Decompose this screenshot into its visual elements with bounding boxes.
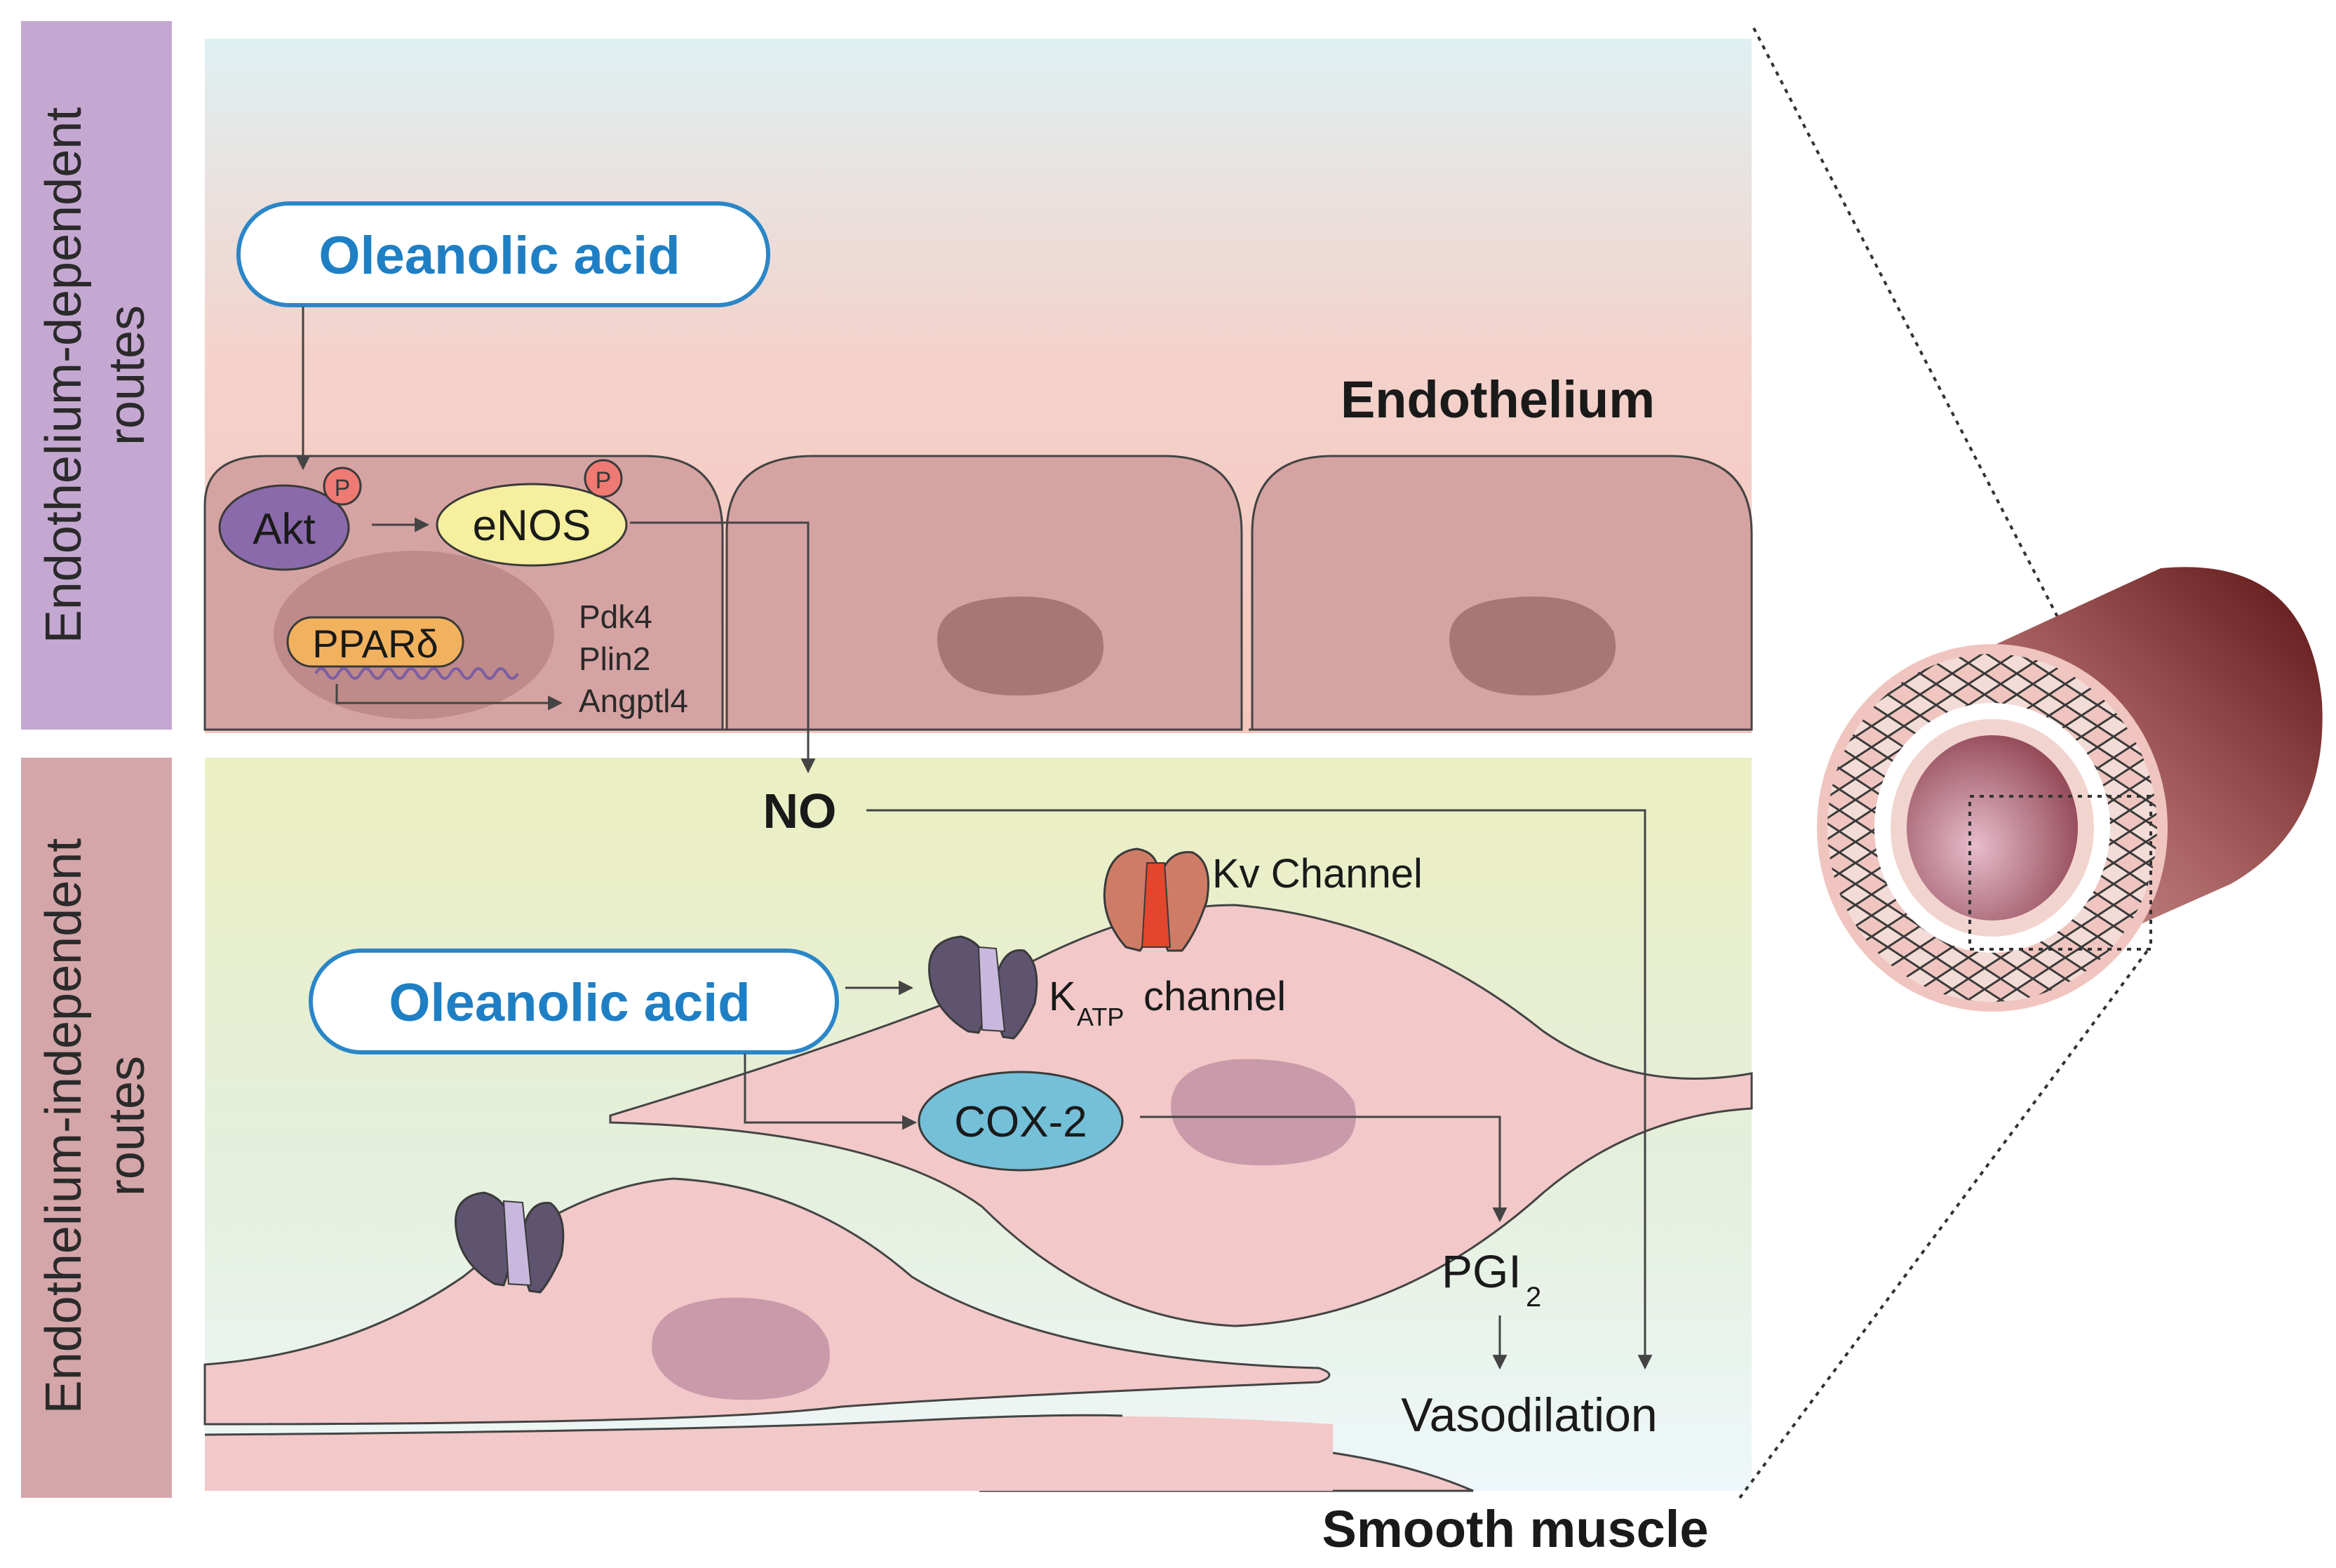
side-bar-bottom (21, 758, 172, 1498)
oleanolic-acid-box-bottom: Oleanolic acid (309, 949, 839, 1054)
katp-k: K (1049, 974, 1076, 1019)
enos-node: eNOS P (436, 459, 628, 567)
enos-phospho-badge (584, 459, 623, 498)
katp-channel-icon (928, 935, 1038, 1040)
gene-angptl4: Angptl4 (579, 683, 688, 719)
membrane-channel-icon (455, 1191, 565, 1294)
akt-phospho-badge (323, 467, 362, 506)
smooth-muscle-label: Smooth muscle (1322, 1500, 1709, 1558)
oleanolic-acid-label-top: Oleanolic acid (318, 226, 680, 286)
arrow-oa-to-cox2 (744, 1054, 918, 1130)
side-label-top-line1: Endothelium-dependent (36, 107, 92, 644)
vasodilation-label: Vasodilation (1401, 1388, 1657, 1442)
arrow-ppar-to-genes (335, 684, 563, 711)
enos-label: eNOS (473, 502, 591, 550)
pgi2-sub: 2 (1526, 1282, 1541, 1313)
zoom-line-bottom (1738, 946, 2152, 1499)
cox2-label: COX-2 (954, 1098, 1087, 1146)
side-label-top-line2: routes (99, 305, 155, 445)
gene-pdk4: Pdk4 (579, 598, 652, 635)
endothelial-cell-3 (1251, 455, 1753, 731)
ppar-node: PPARδ (286, 616, 519, 680)
pgi2-main: PGI (1442, 1245, 1522, 1297)
oleanolic-acid-box-top: Oleanolic acid (236, 201, 770, 307)
endothelial-nucleus-2 (937, 596, 1104, 696)
side-bar-top (21, 21, 172, 730)
endothelium-label: Endothelium (1341, 370, 1655, 429)
akt-node: Akt P (218, 467, 362, 571)
side-label-bottom-line1: Endothelium-independent (36, 838, 92, 1414)
endothelial-nucleus-3 (1449, 596, 1616, 696)
muscle-nucleus-1 (1171, 1059, 1356, 1166)
blood-vessel-illustration (1817, 567, 2323, 1012)
pgi2-label: PGI 2 (1442, 1245, 1541, 1313)
enos-phospho-label: P (596, 467, 612, 494)
katp-sub: ATP (1077, 1003, 1124, 1031)
vessel-lumen (1907, 735, 2078, 920)
arrow-no-to-vasodilation (866, 809, 1653, 1370)
cox2-node: COX-2 (918, 1071, 1124, 1172)
oleanolic-acid-label-bottom: Oleanolic acid (389, 973, 750, 1033)
endothelial-cell-2 (725, 455, 1243, 731)
dna-strand (314, 667, 519, 680)
arrow-enos-to-no (630, 521, 816, 774)
akt-phospho-label: P (335, 475, 351, 502)
ppar-label: PPARδ (312, 622, 438, 666)
no-label: NO (763, 784, 837, 838)
gene-plin2: Plin2 (579, 641, 650, 677)
kv-channel-label: Kv Channel (1212, 851, 1423, 897)
katp-word: channel (1143, 974, 1286, 1019)
muscle-nucleus-2 (652, 1297, 830, 1400)
akt-label: Akt (253, 505, 316, 554)
side-label-bottom-line2: routes (99, 1056, 155, 1196)
zoom-box (1968, 795, 2152, 951)
kv-channel-icon (1103, 847, 1209, 952)
katp-channel-label: K ATP channel (1049, 974, 1286, 1035)
arrow-cox2-to-pgi2 (1140, 1115, 1508, 1223)
smooth-muscle-cell-4 (205, 1416, 1333, 1491)
